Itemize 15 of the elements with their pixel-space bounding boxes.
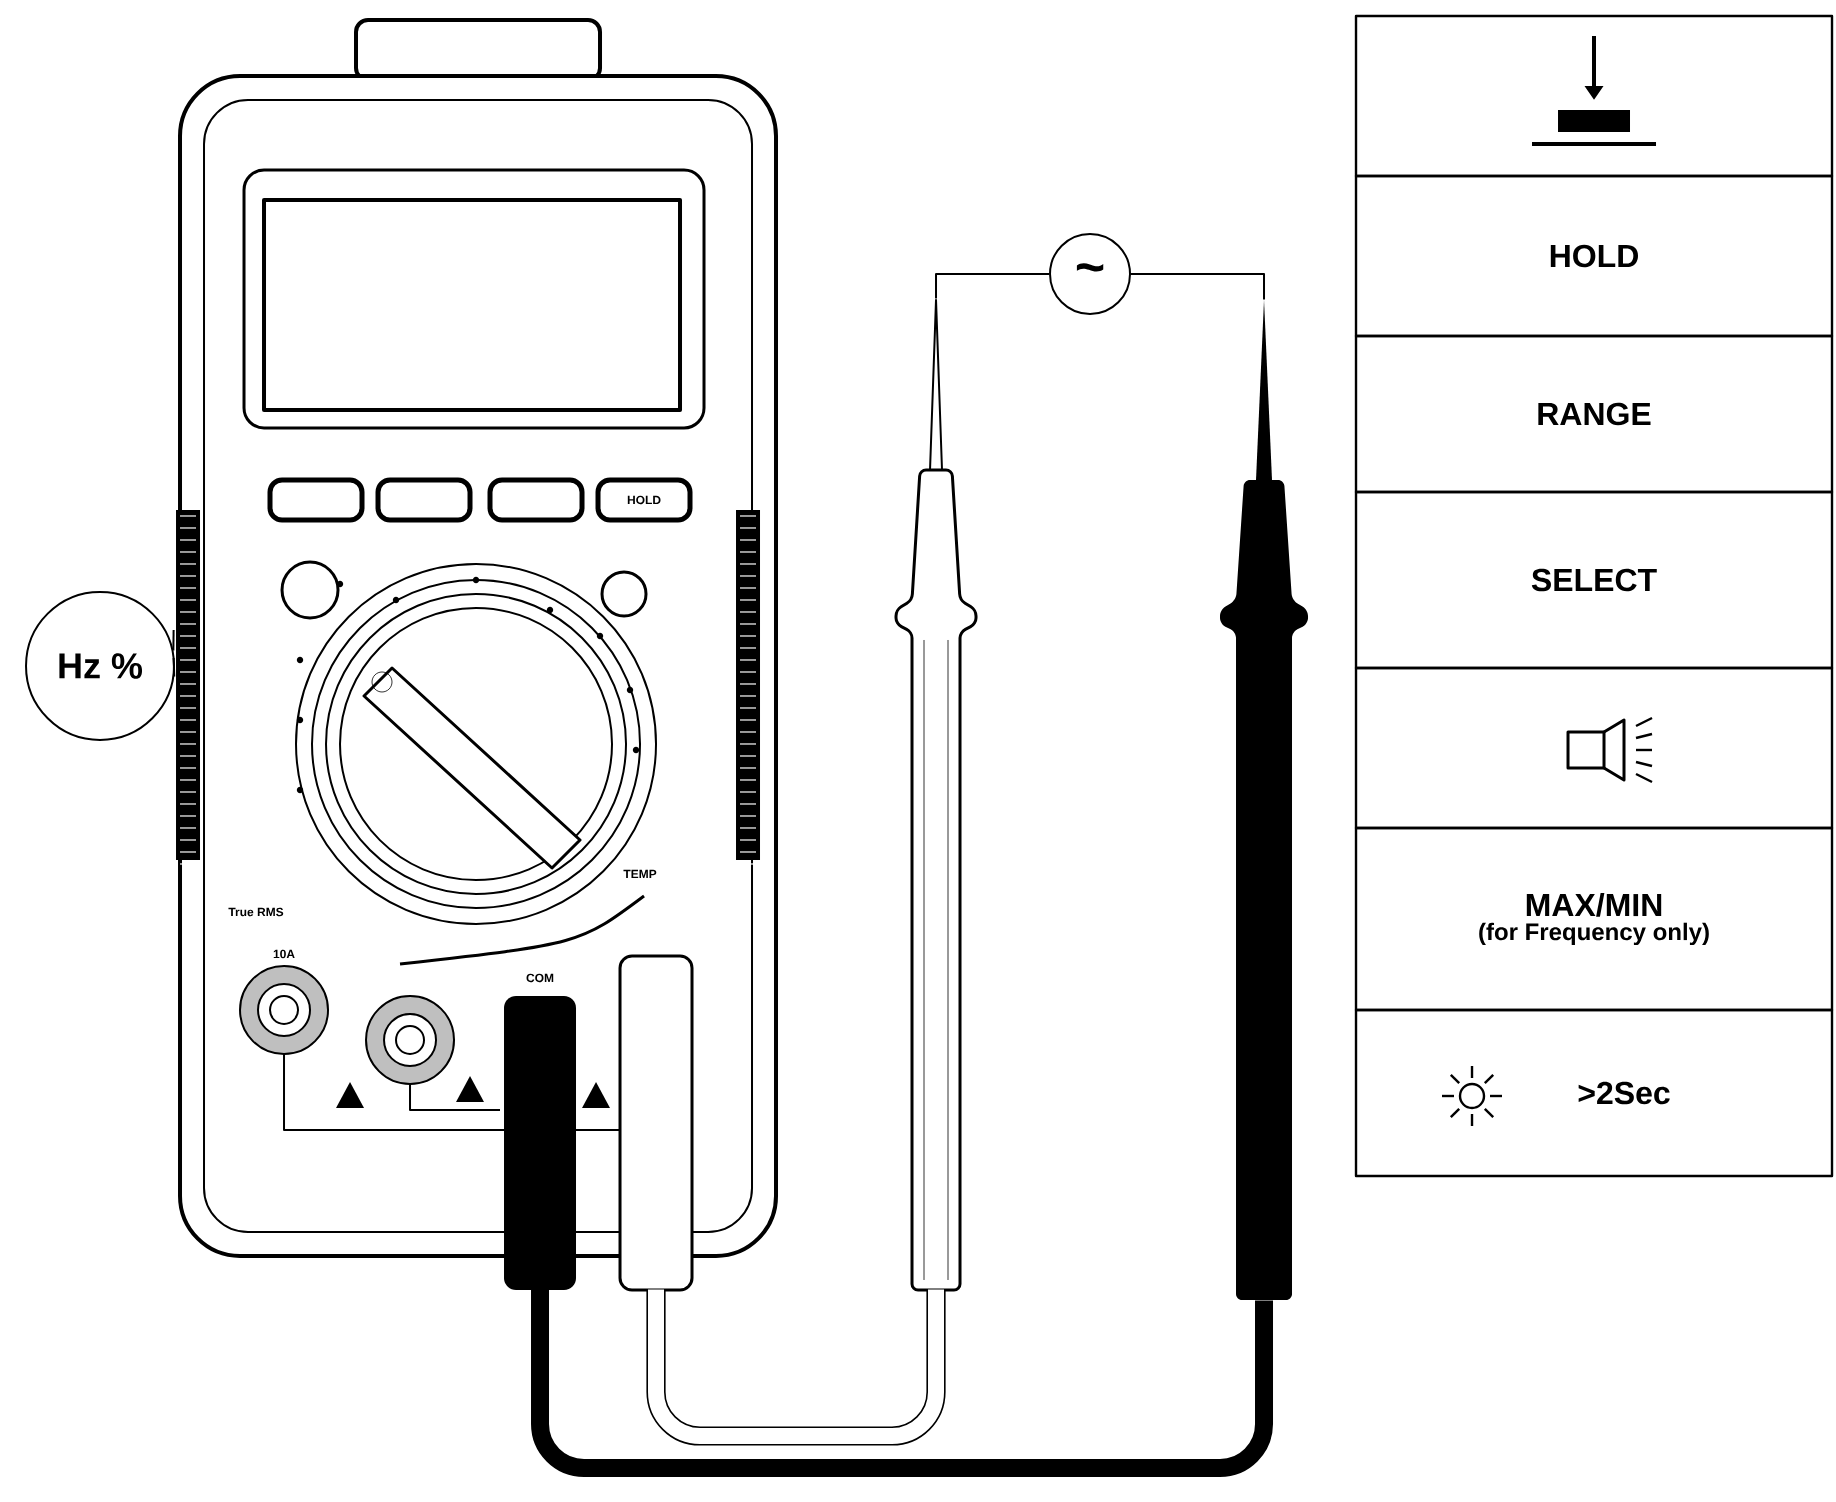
- leader-line: [172, 629, 175, 652]
- table-cell: SELECT: [1354, 490, 1834, 670]
- table-cell: RANGE: [1354, 334, 1834, 494]
- test-lead: [531, 1289, 1273, 1477]
- test-probe-drawing: [894, 299, 978, 1292]
- leader-line: [172, 657, 176, 678]
- connecting-wire: [935, 273, 1050, 300]
- table-cell: [1354, 14, 1834, 178]
- table-cell: [1354, 666, 1834, 830]
- table-cell: HOLD: [1354, 174, 1834, 338]
- test-lead: [646, 1289, 946, 1446]
- table-cell: >2Sec: [1354, 1008, 1834, 1178]
- multimeter-drawing: [176, 18, 778, 1292]
- table-cell: MAX/MIN (for Frequency only): [1354, 826, 1834, 1012]
- connecting-wire: [1130, 273, 1265, 301]
